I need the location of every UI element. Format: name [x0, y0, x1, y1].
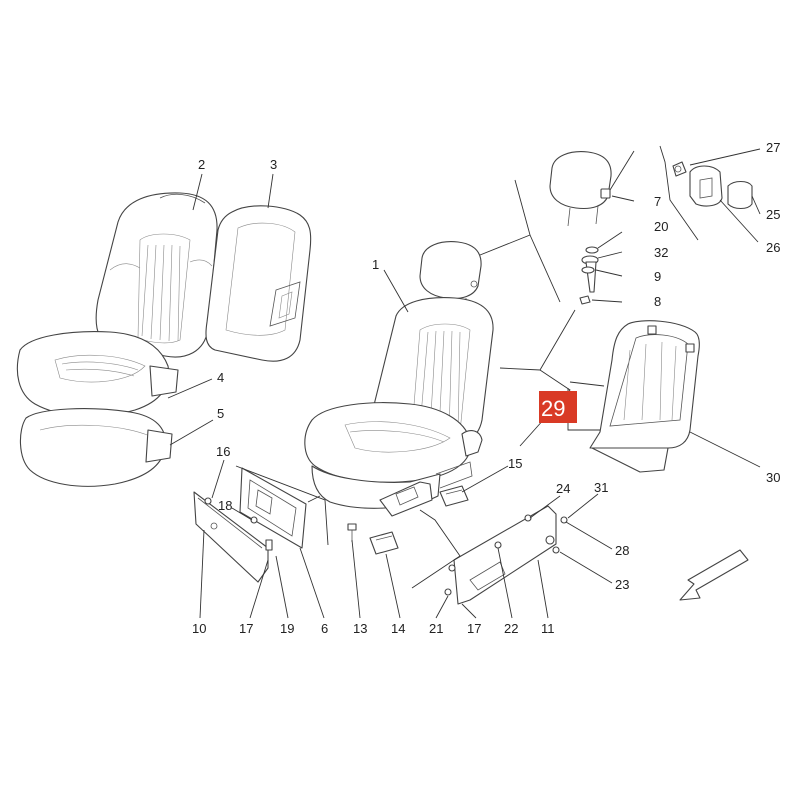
part-11-lower-side-trim: [444, 505, 568, 605]
part-5-seat-cushion-foam: [19, 408, 173, 487]
callout-3[interactable]: 3: [270, 157, 277, 172]
callout-6[interactable]: 6: [321, 621, 328, 636]
callout-16[interactable]: 16: [216, 444, 230, 459]
callout-11[interactable]: 11: [541, 621, 555, 636]
part-16-18-19-17-fasteners: [204, 497, 273, 551]
callout-10[interactable]: 10: [192, 621, 206, 636]
direction-arrow: [679, 549, 749, 601]
callout-17-right[interactable]: 17: [467, 621, 481, 636]
callout-26[interactable]: 26: [766, 240, 780, 255]
callout-29-box: [539, 391, 577, 423]
callout-23[interactable]: 23: [615, 577, 629, 592]
part-25-26-27-headrest-module: [672, 161, 753, 210]
callout-7[interactable]: 7: [654, 194, 661, 209]
callout-22[interactable]: 22: [504, 621, 518, 636]
part-14-switch: [369, 531, 399, 555]
callout-21[interactable]: 21: [429, 621, 443, 636]
part-15-switch: [439, 485, 469, 507]
part-13-screw: [347, 523, 357, 542]
callout-30[interactable]: 30: [766, 470, 780, 485]
callout-29-highlight[interactable]: 29: [539, 391, 577, 423]
callout-15[interactable]: 15: [508, 456, 522, 471]
part-7-headrest: [549, 151, 612, 227]
leader-lines: [167, 145, 761, 619]
callout-1[interactable]: 1: [372, 257, 379, 272]
callout-18[interactable]: 18: [218, 498, 232, 513]
callout-28[interactable]: 28: [615, 543, 629, 558]
callout-9[interactable]: 9: [654, 269, 661, 284]
callout-labels: 1 2 3 4 5 6 7 8 9 10 11 13 14 15 16 17 1…: [192, 140, 780, 636]
callout-31[interactable]: 31: [594, 480, 608, 495]
callout-27[interactable]: 27: [766, 140, 780, 155]
callout-14[interactable]: 14: [391, 621, 405, 636]
callout-19[interactable]: 19: [280, 621, 294, 636]
callout-5[interactable]: 5: [217, 406, 224, 421]
callout-13[interactable]: 13: [353, 621, 367, 636]
part-3-backrest-rear-panel: [205, 205, 312, 362]
callout-17-left[interactable]: 17: [239, 621, 253, 636]
part-4-seat-cushion-cover: [16, 331, 179, 417]
callout-25[interactable]: 25: [766, 207, 780, 222]
callout-29-label: 29: [541, 396, 565, 421]
part-29-30-backrest-rear-frame: [589, 320, 700, 473]
part-1-seat-assembly: [304, 241, 494, 517]
callout-8[interactable]: 8: [654, 294, 661, 309]
callout-24[interactable]: 24: [556, 481, 570, 496]
part-6-bracket: [239, 467, 307, 549]
callout-32[interactable]: 32: [654, 245, 668, 260]
part-20-32-9-8-headrest-guides: [579, 246, 599, 305]
callout-4[interactable]: 4: [217, 370, 224, 385]
callout-2[interactable]: 2: [198, 157, 205, 172]
callout-20[interactable]: 20: [654, 219, 668, 234]
